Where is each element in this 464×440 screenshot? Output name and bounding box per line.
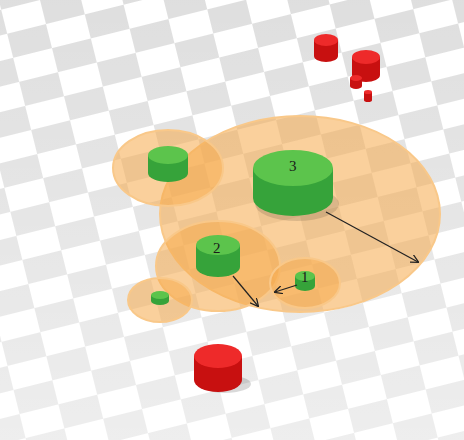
callout-number: 2 (213, 241, 221, 256)
callout-number: 3 (289, 159, 297, 174)
callout-number: 1 (301, 270, 309, 285)
radius-arrows (233, 212, 418, 306)
green-cylinders (148, 146, 339, 305)
orange-regions (113, 116, 440, 322)
red-cylinders (194, 34, 380, 393)
